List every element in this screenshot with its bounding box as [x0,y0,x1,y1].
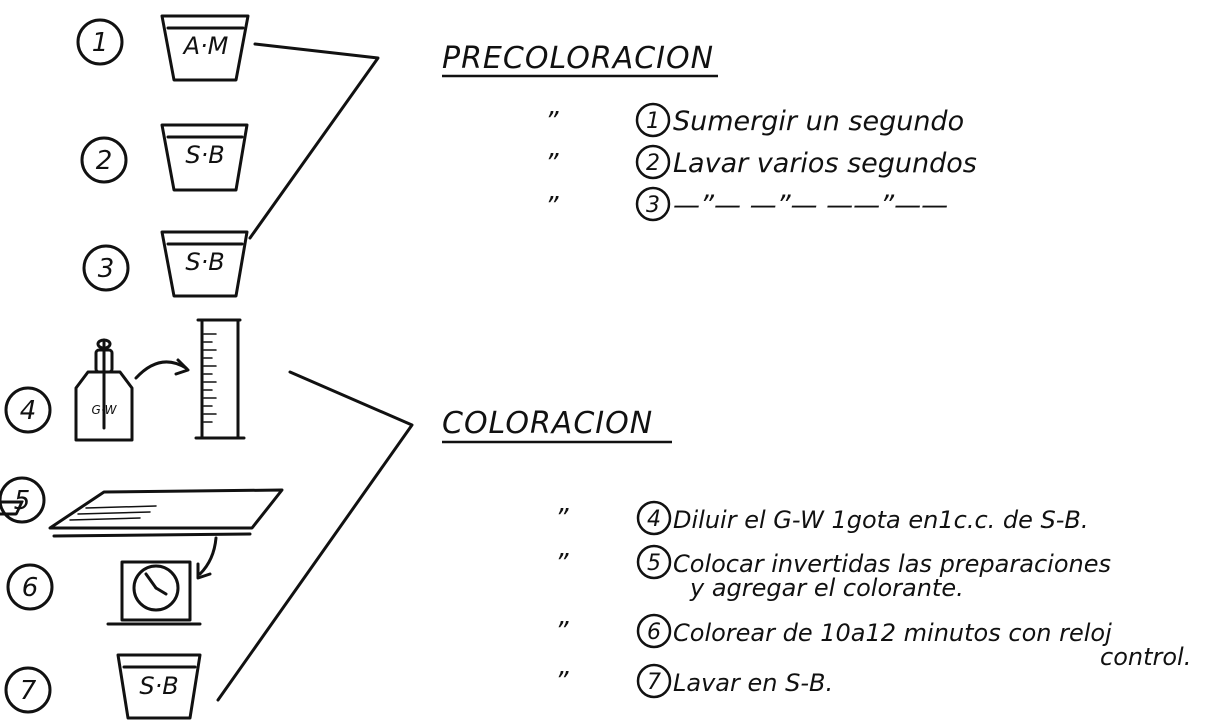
step-circle-2 [80,136,128,184]
ditto-mark-6: ” [555,617,569,647]
col-step-num-5: 5 [647,551,661,576]
col-step-num-4: 4 [647,507,661,532]
col-step-text-5b: y agregar el colorante. [689,574,964,602]
beaker-am-icon [160,14,250,82]
pre-step-text-1: Sumergir un segundo [673,106,964,137]
pre-step-text-3: —”— —”— ——”—— [673,190,948,221]
step-circle-6 [6,563,54,611]
beaker-sb-3-icon [116,653,202,720]
pre-step-num-2: 2 [646,151,660,176]
col-step-text-7: Lavar en S-B. [673,669,833,697]
col-step-text-6: Colorear de 10a12 minutos con reloj [673,619,1112,647]
pre-step-num-1: 1 [646,109,660,134]
timer-clock-icon [106,560,202,626]
precoloracion-title: PRECOLORACION [442,41,714,76]
pre-step-num-3: 3 [646,193,660,218]
step-circle-4 [4,386,52,434]
bottle-label: G·W [92,403,118,417]
step-number-7: 7 [20,676,37,706]
step-circle-7 [4,666,52,714]
step-circle-5 [0,476,46,524]
step-circle-1 [76,18,124,66]
beaker-label-am: A·M [182,32,229,60]
col-step-num-6: 6 [647,620,661,645]
col-step-text-4: Diluir el G-W 1gota en1c.c. de S-B. [673,506,1089,534]
step-number-1: 1 [92,28,109,58]
beaker-sb-1-icon [160,123,249,192]
ditto-mark-2: ” [545,149,559,179]
col-step-text-6b: control. [1100,643,1191,671]
step-number-2: 2 [96,146,113,176]
col-step-text-5: Colocar invertidas las preparaciones [673,550,1111,578]
step-number-5: 5 [14,486,31,516]
graduated-cylinder-icon [194,318,246,440]
beaker-label-sb-1: S·B [185,141,224,169]
ditto-mark-5: ” [555,549,569,579]
pre-step-text-2: Lavar varios segundos [673,148,977,179]
ditto-mark-3: ” [545,192,559,222]
slide-tray-icon [0,488,284,538]
step-number-6: 6 [22,573,39,603]
beaker-sb-2-icon [160,230,249,298]
ditto-mark-1: ” [545,107,559,137]
dropper-bottle-icon [74,338,134,442]
col-step-num-7: 7 [647,670,661,695]
ditto-mark-7: ” [555,667,569,697]
transfer-arrow-icon [134,360,188,380]
ditto-mark-4: ” [555,504,569,534]
precoloracion-bracket [248,42,380,240]
beaker-label-sb-3: S·B [139,672,178,700]
step-number-3: 3 [98,254,115,284]
coloracion-bracket [216,370,414,702]
arrow-to-clock-icon [198,536,218,576]
step-circle-3 [82,244,130,292]
beaker-label-sb-2: S·B [185,248,224,276]
step-number-4: 4 [20,396,37,426]
coloracion-title: COLORACION [442,406,653,441]
